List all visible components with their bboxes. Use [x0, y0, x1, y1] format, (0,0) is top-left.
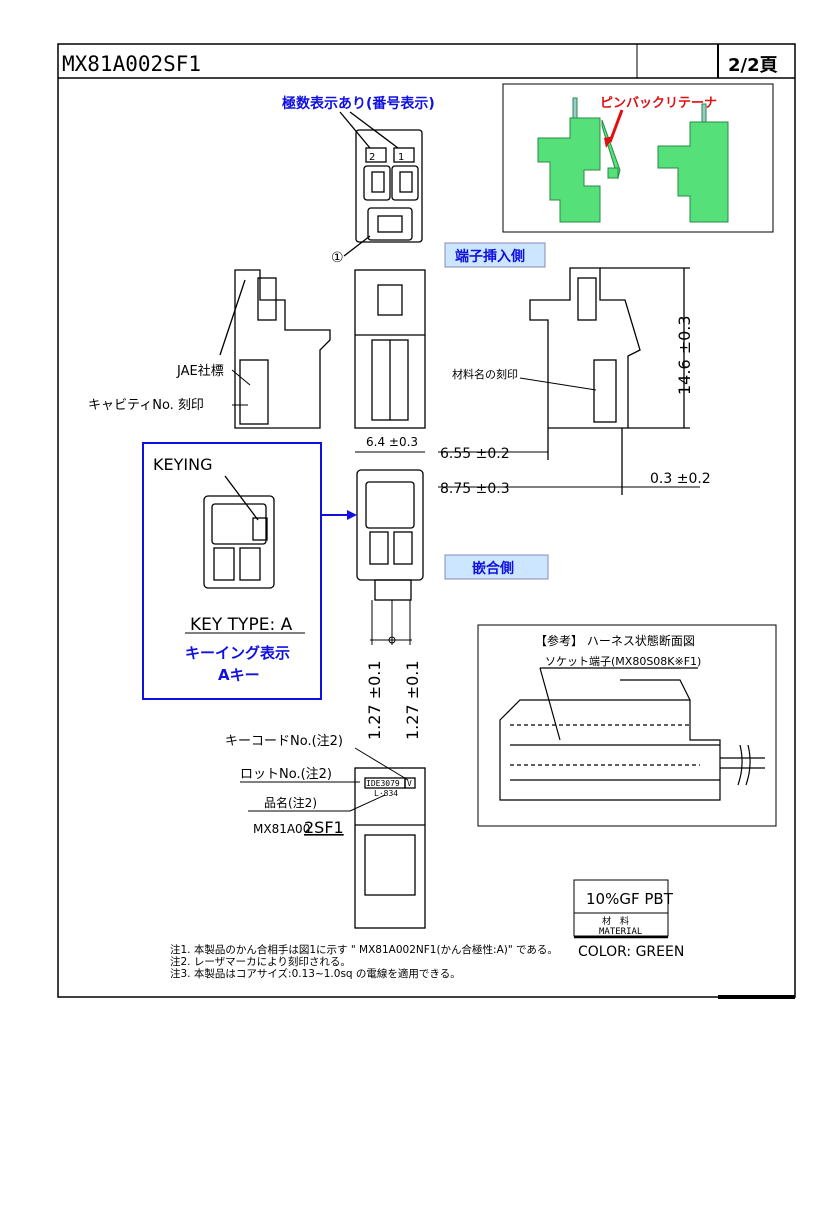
material-label-jp: 材 料: [602, 915, 629, 927]
product-name-label: 品名(注2): [264, 795, 317, 810]
dim-pitch-1: 1.27 ±0.1: [365, 660, 384, 740]
material-value: 10%GF PBT: [586, 890, 674, 908]
jae-logo-label: JAE社標: [176, 363, 224, 379]
cavity-no-label: キャビティNo. 刻印: [88, 398, 204, 413]
keying-label: KEYING: [153, 455, 212, 474]
dimension-lines: [355, 451, 700, 645]
pin-number-2: 2: [369, 152, 375, 163]
keying-box: [142, 442, 322, 700]
pin-back-retainer-label: ピンバックリテーナ: [600, 96, 717, 111]
keying-face: [203, 475, 275, 589]
material-table: 10%GF PBT 材 料 MATERIAL COLOR: GREEN: [573, 879, 684, 960]
mating-side-box: [444, 554, 549, 580]
key-code-label: キーコードNo.(注2): [225, 734, 343, 749]
color-label: COLOR: GREEN: [578, 944, 684, 960]
circle-one-label: ①: [331, 250, 344, 266]
mating-face-view: [356, 469, 424, 601]
dim-height: 14.6 ±0.3: [675, 315, 694, 395]
key-type-label: KEY TYPE: A: [190, 615, 293, 635]
mating-side-label: 嵌合側: [472, 560, 514, 577]
dim-6-55: 6.55 ±0.2: [440, 446, 510, 462]
lot-code-2: L·834: [374, 789, 398, 798]
a-key-label: Aキー: [218, 666, 260, 684]
part-marking-prefix: MX81A00: [253, 822, 310, 836]
dim-0-3: 0.3 ±0.2: [650, 471, 711, 487]
frame: [57, 43, 796, 999]
multi-display-label: 極数表示あり(番号表示): [282, 95, 435, 112]
material-mark-label: 材料名の刻印: [452, 367, 518, 381]
side-view-right: [529, 267, 690, 495]
note-2: 注2. レーザマーカにより刻印される。: [170, 955, 351, 968]
terminal-insert-side-label: 端子挿入側: [455, 248, 525, 265]
retainer-illustration: ピンバックリテーナ: [502, 83, 774, 233]
key-code-mark: V: [407, 779, 412, 788]
reference-title: 【参考】 ハーネス状態断面図: [535, 633, 695, 648]
bottom-view: [354, 767, 426, 929]
note-1: 注1. 本製品のかん合相手は図1に示す " MX81A002NF1(かん合極性:…: [170, 943, 558, 956]
keying-display-label: キーイング表示: [185, 644, 290, 662]
pin-number-1: 1: [398, 152, 404, 163]
material-label-en: MATERIAL: [599, 927, 642, 937]
terminal-insert-side-box: [444, 242, 546, 268]
dim-pitch-2: 1.27 ±0.1: [403, 660, 422, 740]
notes: 注1. 本製品のかん合相手は図1に示す " MX81A002NF1(かん合極性:…: [170, 943, 558, 980]
front-view-middle: [354, 269, 426, 429]
reference-section: 【参考】 ハーネス状態断面図 ソケット端子(MX80S08K※F1): [477, 624, 777, 827]
connector-top-view: [339, 111, 423, 257]
note-3: 注3. 本製品はコアサイズ:0.13~1.0sq の電線を適用できる。: [170, 967, 461, 980]
page-number: 2/2頁: [728, 55, 778, 76]
part-number-title: MX81A002SF1: [62, 52, 201, 76]
lot-code: IDE3079: [366, 779, 400, 788]
dim-width: 6.4 ±0.3: [366, 435, 418, 449]
socket-terminal-label: ソケット端子(MX80S08K※F1): [545, 655, 701, 668]
dim-8-75: 8.75 ±0.3: [440, 481, 510, 497]
part-marking-suffix: 2SF1: [304, 818, 344, 837]
side-view-left: [219, 269, 331, 429]
lot-no-label: ロットNo.(注2): [240, 767, 332, 782]
arrow-icon: [347, 510, 357, 520]
